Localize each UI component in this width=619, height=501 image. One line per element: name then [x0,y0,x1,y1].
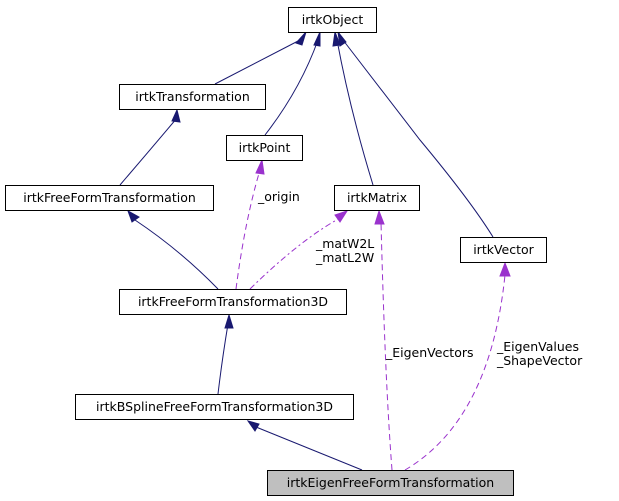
edge-label-eigenvalues: _EigenValues _ShapeVector [497,339,583,368]
edge-label-mat: _matW2L _matL2W [316,236,375,265]
edge-point-object [264,39,319,136]
edge-ffd-transformation [119,117,178,186]
node-irtk-eigen-free-form-transformation: irtkEigenFreeFormTransformation [267,470,514,496]
edge-eigen-vector [404,274,506,471]
node-irtk-free-form-transformation[interactable]: irtkFreeFormTransformation [5,185,214,211]
arrowhead-icon [224,313,234,329]
arrowhead-icon [295,31,307,46]
edge-ffd3d-matrix [249,217,341,290]
edge-ffd3d-point [235,169,261,290]
edge-eigen-matrix [380,221,393,471]
edge-matrix-object [336,39,374,186]
edge-transformation-object [214,39,301,85]
node-irtk-matrix[interactable]: irtkMatrix [334,185,420,211]
arrowhead-icon [246,420,260,432]
node-irtk-transformation[interactable]: irtkTransformation [119,84,266,110]
edge-label-eigenvectors: _EigenVectors [386,345,474,360]
arrowhead-icon [313,31,321,47]
edge-ffd3d-ffd [134,219,219,290]
arrowhead-icon [127,209,140,223]
edge-vector-object [342,39,494,238]
edge-label-origin: _origin [258,189,300,204]
edge-eigen-bspline [255,426,363,471]
node-irtk-object[interactable]: irtkObject [288,7,377,33]
arrowhead-icon [255,158,265,175]
arrowhead-icon [337,30,347,47]
node-irtk-free-form-transformation-3d[interactable]: irtkFreeFormTransformation3D [119,289,347,315]
arrowhead-icon [334,210,349,223]
node-irtk-bspline-free-form-transformation-3d[interactable]: irtkBSplineFreeFormTransformation3D [75,394,354,420]
arrowhead-icon [332,30,341,47]
arrowhead-icon [374,209,385,225]
node-irtk-vector[interactable]: irtkVector [460,237,547,263]
arrowhead-icon [499,261,511,277]
edge-bspline-ffd3d [217,323,229,395]
arrowhead-icon [171,108,181,123]
node-irtk-point[interactable]: irtkPoint [226,135,303,161]
